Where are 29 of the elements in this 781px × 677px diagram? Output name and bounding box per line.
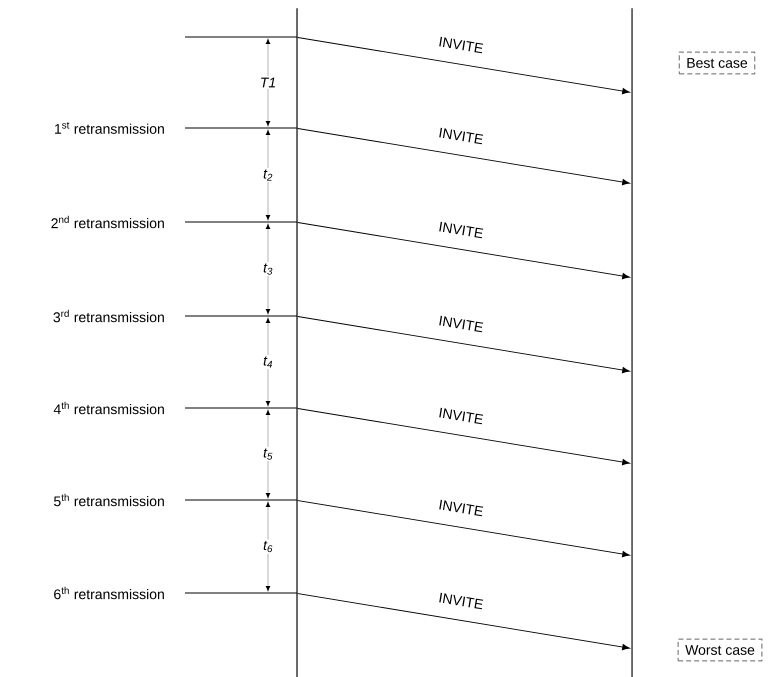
interval-label: T1 bbox=[258, 76, 278, 89]
interval-label: t$_{3}$ bbox=[262, 262, 274, 276]
interval-label: t$_{4}$ bbox=[262, 354, 274, 370]
lifeline bbox=[296, 8, 298, 677]
interval-label: t$_{5}$ bbox=[262, 446, 274, 462]
edge-label: INVITE bbox=[439, 500, 484, 516]
arrow bbox=[297, 593, 630, 650]
case-box: Worst case bbox=[678, 638, 762, 662]
edge-label: INVITE bbox=[439, 36, 484, 54]
edge-label: INVITE bbox=[439, 128, 484, 144]
retransmission-label: 3$^{rd}$ retransmission bbox=[53, 310, 164, 322]
retransmission-label: 5$^{th}$ retransmission bbox=[54, 494, 164, 506]
retransmission-label: 4$^{th}$ retransmission bbox=[54, 402, 164, 414]
arrow bbox=[297, 128, 630, 186]
retransmission-label: 2$^{nd}$ retransmission bbox=[51, 216, 164, 228]
arrow bbox=[297, 500, 630, 558]
arrow bbox=[297, 222, 630, 280]
edge-label: INVITE bbox=[439, 222, 484, 238]
retransmission-label: 6$^{th}$ retransmission bbox=[54, 586, 164, 600]
interval-label: t$_{2}$ bbox=[262, 168, 274, 182]
edge-label: INVITE bbox=[439, 592, 484, 610]
arrow bbox=[297, 37, 630, 94]
edge-label: INVITE bbox=[439, 316, 484, 332]
arrow bbox=[297, 408, 630, 466]
retransmission-label: 1$^{st}$ retransmission bbox=[55, 122, 164, 134]
interval-label: t$_{6}$ bbox=[262, 539, 274, 554]
edge-label: INVITE bbox=[439, 408, 484, 424]
arrow bbox=[297, 316, 630, 374]
case-box: Best case bbox=[678, 52, 756, 74]
